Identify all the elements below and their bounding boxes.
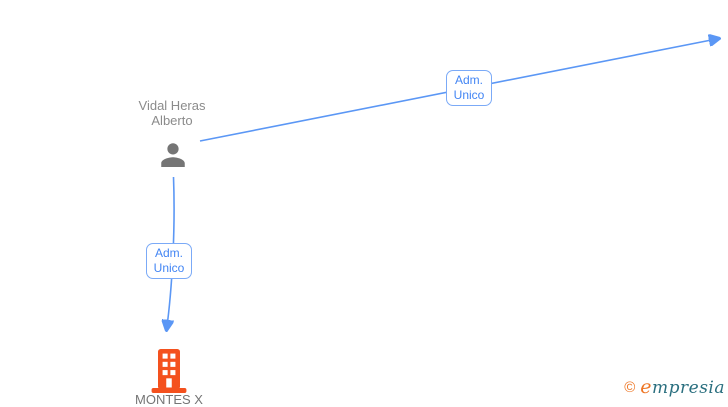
edge-label-adm-unico-top[interactable]: Adm. Unico [446, 70, 492, 106]
empresia-wordmark-rest: mpresia [652, 378, 725, 398]
building-icon[interactable] [150, 349, 188, 393]
empresia-wordmark-initial: e [640, 376, 652, 398]
empresia-wordmark: empresia [640, 376, 725, 398]
person-name-line2: Alberto [151, 113, 193, 128]
copyright-icon: © [624, 378, 636, 396]
person-icon[interactable] [158, 139, 188, 171]
empresia-logo: © empresia [624, 375, 725, 399]
edge-label-adm-unico-bottom[interactable]: Adm. Unico [146, 243, 192, 279]
person-node-label[interactable]: Vidal Heras Alberto [112, 98, 232, 128]
person-name-line1: Vidal Heras [138, 98, 206, 113]
